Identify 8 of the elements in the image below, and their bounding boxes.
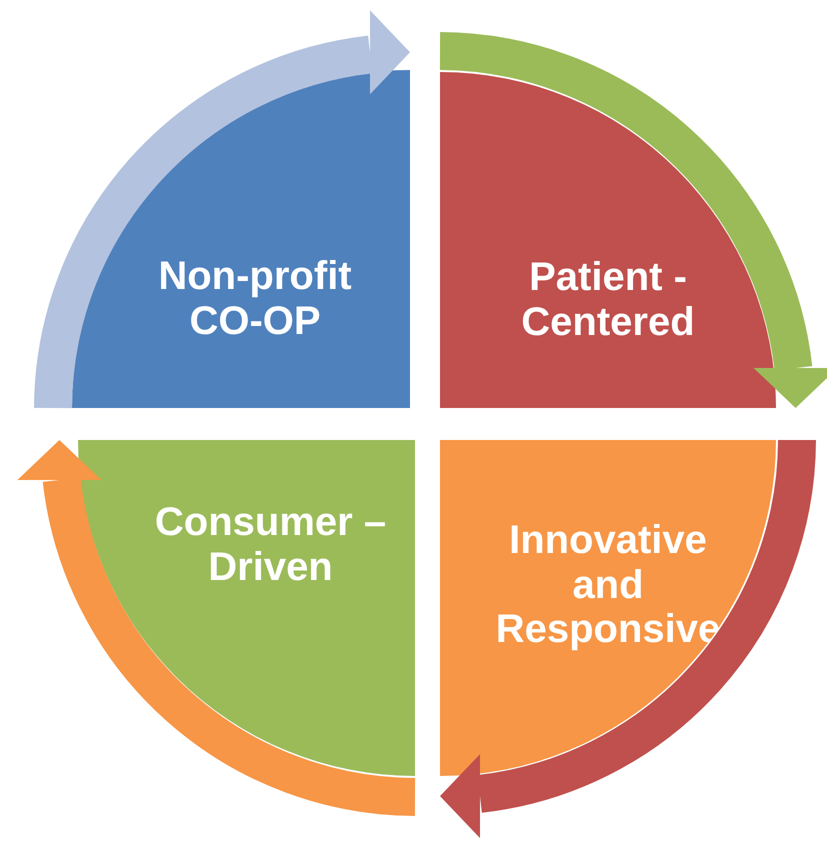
sector-label: Innovative and Responsive <box>494 518 722 652</box>
curved-arrow <box>438 32 827 410</box>
curved-arrow <box>34 12 412 410</box>
sector-label: Patient - Centered <box>520 255 696 345</box>
sector-label: Non-profit CO-OP <box>157 254 353 344</box>
curved-arrow <box>20 438 416 816</box>
sector-label: Consumer – Driven <box>154 500 388 590</box>
curved-arrow <box>438 438 816 836</box>
